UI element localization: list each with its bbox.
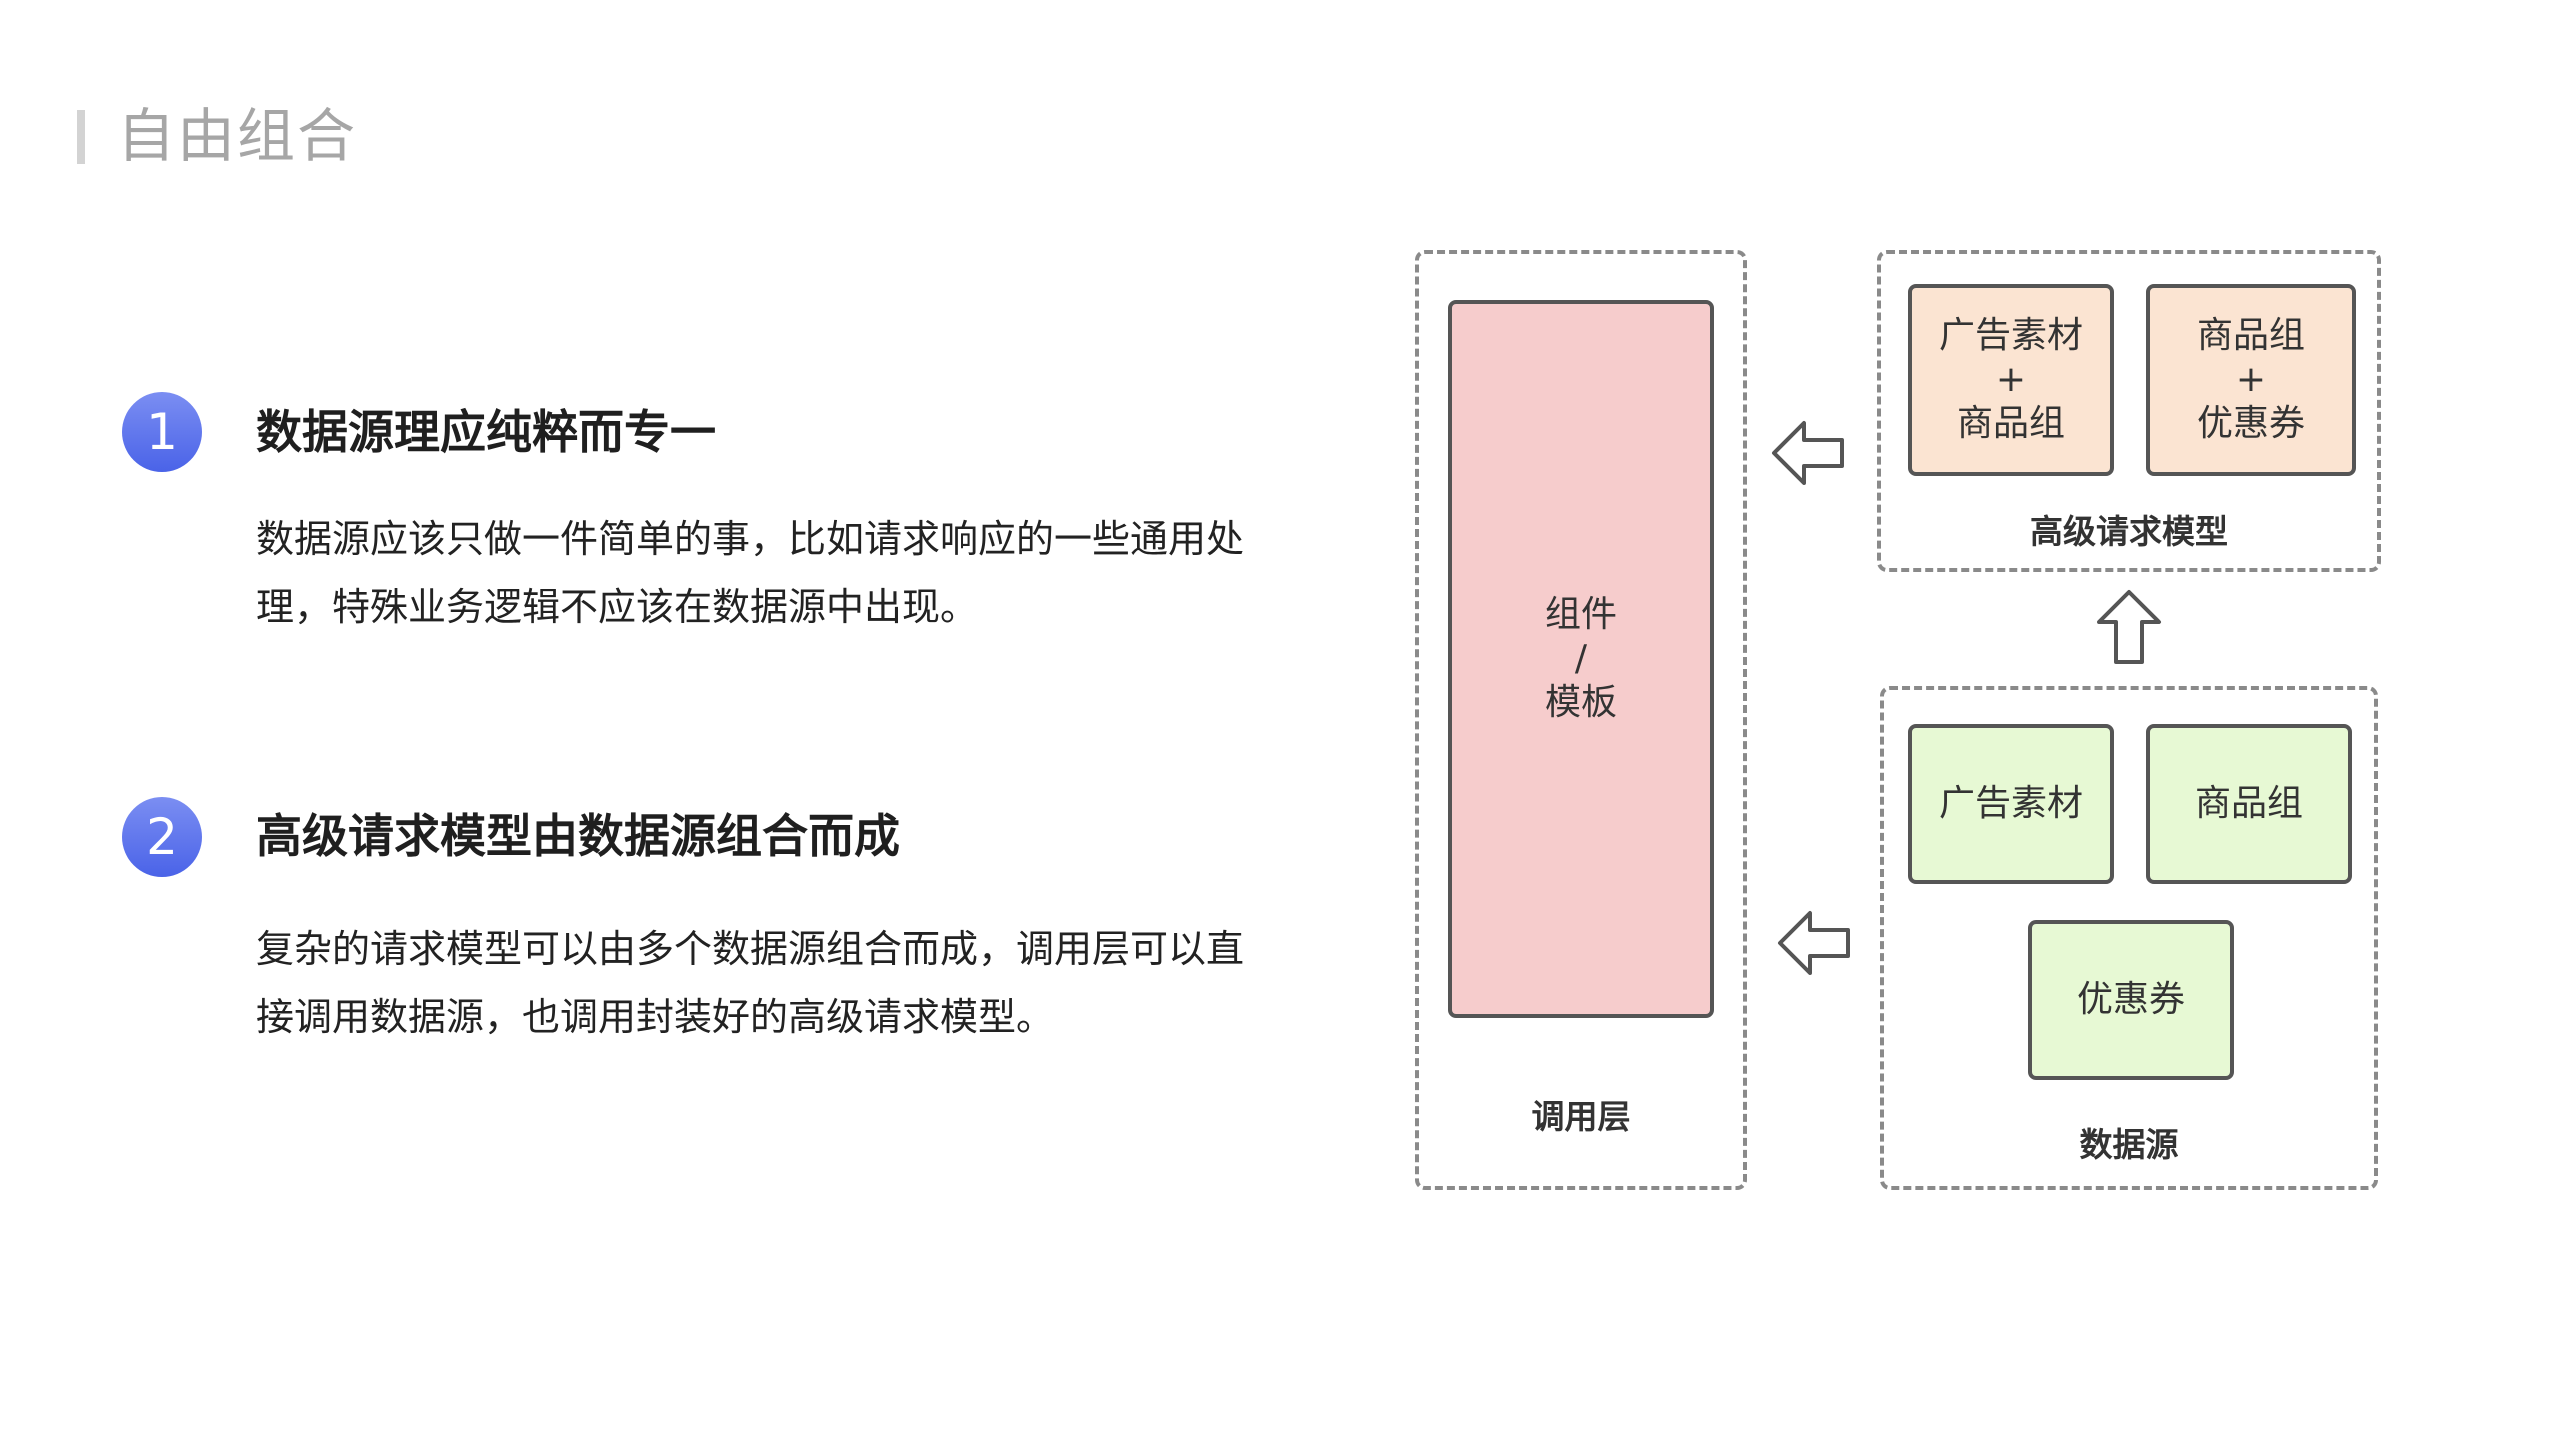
datasource-item-coupon: 优惠券 <box>2028 920 2234 1080</box>
arrow-up-icon <box>2097 590 2161 664</box>
component-template-label: 组件 / 模板 <box>1544 594 1617 723</box>
datasource-item-goods: 商品组 <box>2146 724 2352 884</box>
point-2-badge: 2 <box>122 797 202 877</box>
title-accent-bar <box>77 110 85 164</box>
component-template-box: 组件 / 模板 <box>1448 300 1714 1018</box>
advanced-item-goods-coupon: 商品组 + 优惠券 <box>2146 284 2356 476</box>
point-2-heading: 高级请求模型由数据源组合而成 <box>256 809 900 863</box>
datasource-container <box>1880 686 2378 1190</box>
arrow-left-icon <box>1772 421 1844 485</box>
datasource-item-ad: 广告素材 <box>1908 724 2114 884</box>
advanced-model-container <box>1877 250 2381 572</box>
datasource-label: 数据源 <box>2079 1125 2179 1164</box>
call-layer-label: 调用层 <box>1531 1097 1631 1136</box>
point-1-badge: 1 <box>122 392 202 472</box>
call-layer-container <box>1415 250 1747 1190</box>
datasource-item-goods-label: 商品组 <box>2194 783 2303 824</box>
arrow-left-icon <box>1778 911 1850 975</box>
advanced-item-goods-coupon-label: 商品组 + 优惠券 <box>2196 315 2305 444</box>
datasource-item-coupon-label: 优惠券 <box>2076 979 2185 1020</box>
advanced-item-ad-goods-label: 广告素材 + 商品组 <box>1938 315 2083 444</box>
point-1-body: 数据源应该只做一件简单的事，比如请求响应的一些通用处理，特殊业务逻辑不应该在数据… <box>256 517 1245 629</box>
page-title: 自由组合 <box>117 102 358 170</box>
advanced-item-ad-goods: 广告素材 + 商品组 <box>1908 284 2114 476</box>
point-1-heading: 数据源理应纯粹而专一 <box>256 405 716 459</box>
advanced-model-label: 高级请求模型 <box>2030 512 2228 551</box>
datasource-item-ad-label: 广告素材 <box>1938 783 2083 824</box>
point-2-body: 复杂的请求模型可以由多个数据源组合而成，调用层可以直接调用数据源，也调用封装好的… <box>256 927 1245 1039</box>
